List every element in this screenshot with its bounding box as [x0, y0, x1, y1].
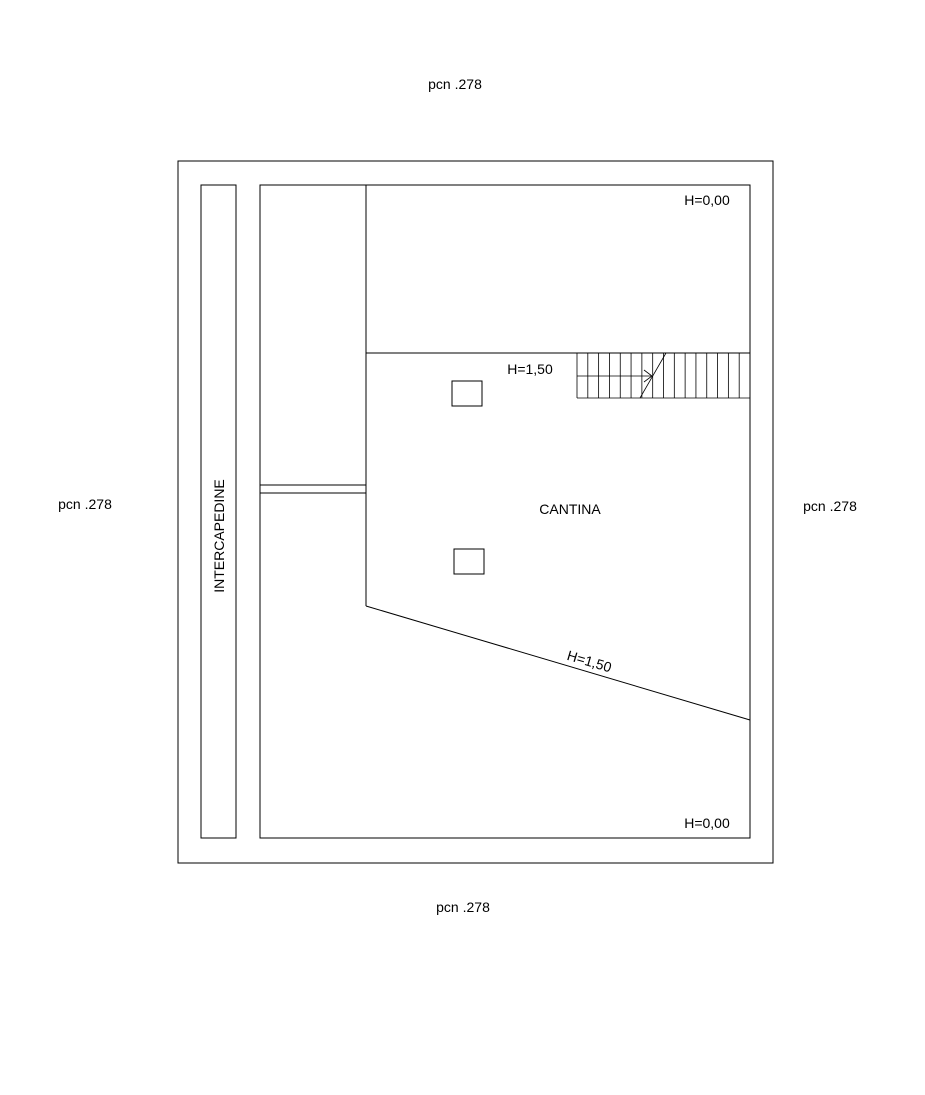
height-bottom-right: H=0,00 [684, 815, 730, 831]
height-slope: H=1,50 [565, 647, 613, 675]
inner-wall [259, 184, 751, 839]
intercapedine-strip [200, 184, 237, 839]
stair-arrow-head [643, 369, 653, 383]
height-top-right: H=0,00 [684, 192, 730, 208]
intercapedine-label: INTERCAPEDINE [211, 479, 227, 593]
pillar-upper [451, 380, 483, 407]
pillar-lower [453, 548, 485, 575]
neighbor-top-label: pcn .278 [428, 76, 482, 92]
outer-wall [177, 160, 774, 864]
staircase [576, 352, 751, 399]
neighbor-bottom-label: pcn .278 [436, 899, 490, 915]
neighbor-right-label: pcn .278 [803, 498, 857, 514]
neighbor-left-label: pcn .278 [58, 496, 112, 512]
height-landing: H=1,50 [507, 361, 553, 377]
cantina-label: CANTINA [539, 501, 601, 517]
slope-line [365, 605, 751, 721]
stair-break-line [639, 352, 667, 399]
